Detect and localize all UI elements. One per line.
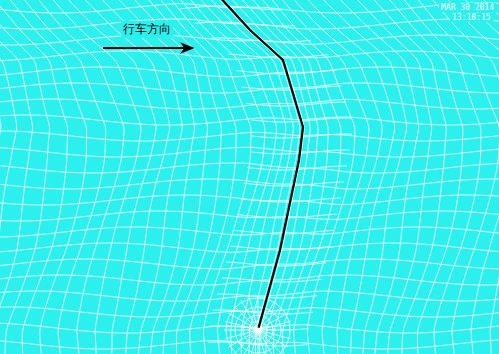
mesh-line [49, 0, 141, 354]
mesh-line [0, 275, 499, 285]
mesh-line [238, 0, 318, 354]
mesh-line [80, 0, 170, 354]
mesh-line [228, 0, 311, 354]
mesh-line [0, 259, 499, 269]
mesh-line [0, 35, 499, 45]
mesh-line [0, 0, 1, 354]
mesh-line [215, 0, 300, 354]
mesh-line [369, 0, 446, 354]
mesh-line [0, 131, 499, 141]
tip-mesh-ring [249, 321, 267, 339]
mesh-line [0, 227, 499, 237]
tip-mesh-line [258, 330, 292, 331]
mesh-line [0, 115, 499, 125]
mesh-line [479, 0, 499, 354]
mesh-line [64, 0, 156, 354]
direction-arrow [103, 47, 193, 49]
mesh-line [279, 0, 369, 354]
mesh-line [0, 67, 499, 77]
mesh-line [0, 243, 499, 252]
mesh-line [0, 83, 499, 93]
mesh-line [0, 3, 499, 13]
mesh-line [197, 0, 286, 354]
mesh-line [0, 147, 499, 157]
mesh-line [0, 99, 499, 109]
crack-path [218, 0, 303, 330]
timestamp-date: MAR 30 2014 [439, 3, 496, 12]
mesh-line [6, 0, 86, 354]
mesh-line [0, 179, 499, 189]
mesh-line [335, 0, 419, 354]
mesh-line [498, 0, 499, 354]
mesh-line [249, 0, 328, 354]
mesh-line [303, 0, 394, 354]
tip-mesh-line [224, 330, 258, 331]
direction-label: 行车方向 [121, 21, 173, 38]
mesh-line [0, 163, 499, 173]
mesh-line [0, 0, 50, 354]
timestamp-time: 13:18:15 [450, 13, 493, 22]
mesh-line [0, 19, 499, 29]
mesh-line [21, 0, 106, 354]
mesh-line [0, 0, 17, 354]
mesh-line [0, 211, 499, 221]
tip-mesh-ring [243, 315, 273, 345]
mesh-line [187, 0, 277, 354]
crack-tip [256, 328, 261, 333]
tip-mesh-ring [235, 307, 281, 353]
mesh-line [207, 0, 294, 354]
mesh-line [0, 195, 499, 205]
mesh-line [0, 51, 499, 61]
